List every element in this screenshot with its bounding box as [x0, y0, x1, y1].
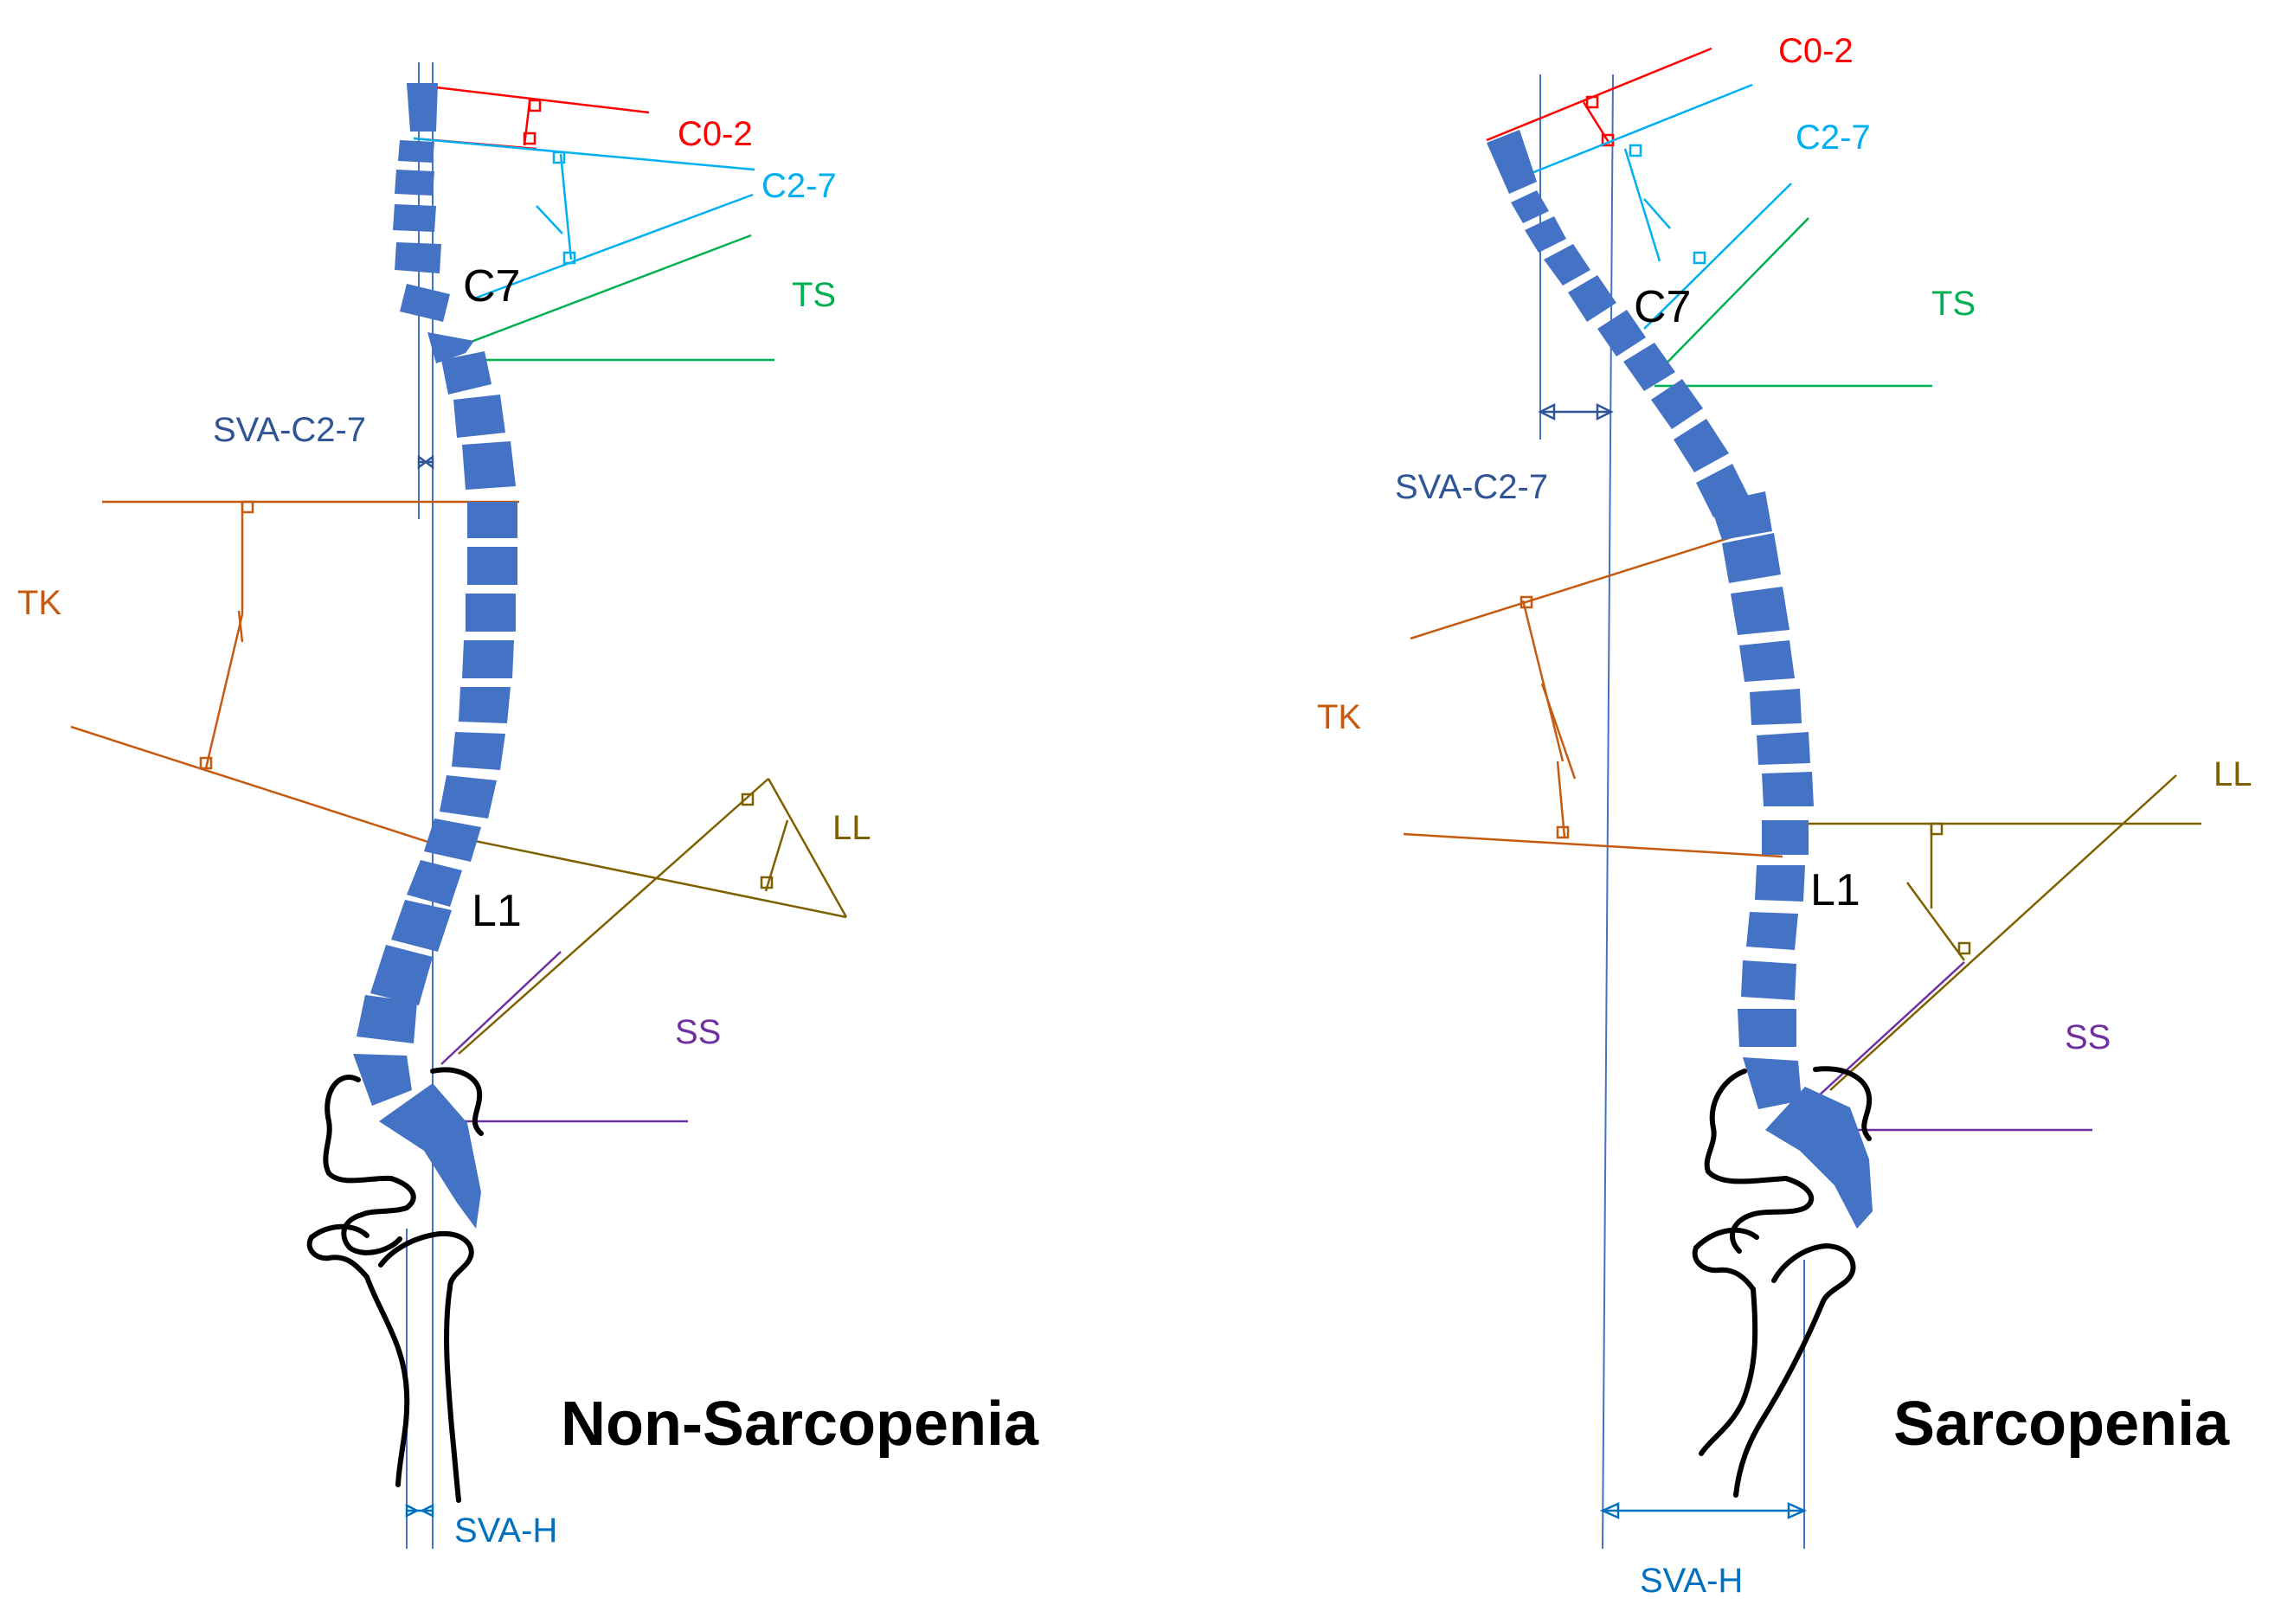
vertebra [1738, 1009, 1796, 1047]
label-sva-c2-7: SVA-C2-7 [213, 411, 366, 449]
c0-2-angle-left [413, 83, 650, 151]
panel-sarcopenia: C0-2 C2-7 TS C7 SVA-C2-7 TK LL L1 SS SVA… [1317, 32, 2252, 1600]
vertebra [395, 170, 434, 196]
label-ss: SS [2065, 1018, 2111, 1056]
vertebra [427, 332, 474, 363]
tk-angle-left [70, 500, 519, 848]
spine-vertebrae-right [1487, 130, 1873, 1229]
vertebra [453, 395, 505, 438]
vertebra [1750, 689, 1802, 725]
sva-h-arrow-left [405, 1503, 434, 1518]
label-ts: TS [792, 276, 836, 314]
sacrum [1765, 1087, 1873, 1229]
label-sva-h: SVA-H [1640, 1562, 1743, 1600]
vertebra [1746, 912, 1798, 950]
vertebra [400, 284, 450, 322]
label-c7: C7 [463, 261, 520, 311]
vertebra [1525, 216, 1566, 253]
vertebra [1739, 640, 1795, 682]
label-l1: L1 [472, 886, 522, 936]
label-c2-7: C2-7 [761, 167, 837, 205]
tk-angle-right [1403, 533, 1783, 858]
vertebra [1762, 820, 1809, 855]
vertebra [459, 687, 511, 723]
vertebra [357, 995, 417, 1043]
vertebra [462, 441, 516, 490]
sva-c2-7-arrow-right [1538, 402, 1614, 421]
vertebra [1755, 865, 1805, 902]
c2-7-angle-right [1505, 83, 1792, 330]
vertebra [424, 818, 481, 862]
vertebra [466, 594, 516, 632]
label-sva-h: SVA-H [454, 1512, 557, 1550]
label-ll: LL [2214, 755, 2252, 793]
vertebra [1710, 491, 1772, 540]
vertebra [407, 860, 462, 907]
vertebra [1674, 419, 1729, 472]
vertebra [1511, 190, 1549, 223]
vertebra [353, 1054, 412, 1106]
panel-title-non-sarcopenia: Non-Sarcopenia [561, 1390, 1039, 1459]
spine-vertebrae-left [353, 83, 517, 1229]
vertebra [1651, 379, 1703, 429]
vertebra [1731, 587, 1789, 635]
label-ll: LL [832, 809, 871, 847]
c2-7-angle-left [413, 137, 755, 300]
vertebra [391, 900, 452, 952]
vertebra [1743, 1057, 1802, 1109]
sva-h-arrow-right [1599, 1502, 1808, 1519]
pelvis-femur-outline-right [1692, 1066, 1873, 1498]
vertebra [1544, 244, 1590, 286]
vertebra [1722, 533, 1781, 583]
label-sva-c2-7: SVA-C2-7 [1395, 468, 1548, 506]
label-c7: C7 [1634, 282, 1691, 332]
vertebra [1757, 732, 1810, 765]
vertebra [441, 351, 492, 395]
label-l1: L1 [1810, 865, 1860, 915]
ll-angle-right [1791, 774, 2201, 1091]
label-tk: TK [1317, 698, 1361, 736]
vertebra [1741, 960, 1796, 1000]
vertebra [452, 732, 505, 770]
vertebra [462, 640, 514, 678]
label-tk: TK [17, 584, 61, 622]
vertebra [393, 204, 436, 232]
label-ss: SS [675, 1013, 721, 1051]
vertebra [467, 502, 517, 538]
ts-angle-left [436, 234, 774, 362]
vertebra [398, 140, 434, 163]
ll-angle-left [432, 778, 848, 1055]
ts-angle-right [1652, 217, 1932, 388]
vertebra [395, 242, 441, 273]
vertebra [1487, 130, 1537, 194]
vertebra [1568, 275, 1616, 322]
label-ts: TS [1931, 285, 1976, 323]
sacrum [379, 1083, 481, 1229]
label-c0-2: C0-2 [1778, 32, 1854, 70]
label-c2-7: C2-7 [1796, 119, 1871, 157]
vertebra [407, 83, 438, 132]
c0-2-angle-right [1486, 47, 1712, 147]
panel-non-sarcopenia: C0-2 C2-7 TS C7 SVA-C2-7 TK LL L1 SS SVA… [17, 62, 1039, 1550]
vertebra [467, 547, 517, 585]
panel-title-sarcopenia: Sarcopenia [1893, 1390, 2230, 1459]
pelvis-femur-outline-left [306, 1067, 484, 1503]
label-c0-2: C0-2 [678, 115, 753, 153]
vertebra [1623, 343, 1675, 391]
vertebra [1597, 310, 1646, 356]
vertebra [1762, 772, 1814, 806]
vertebra [440, 775, 497, 818]
vertebra [370, 945, 433, 1005]
sva-c2-7-arrow-left [417, 454, 434, 470]
